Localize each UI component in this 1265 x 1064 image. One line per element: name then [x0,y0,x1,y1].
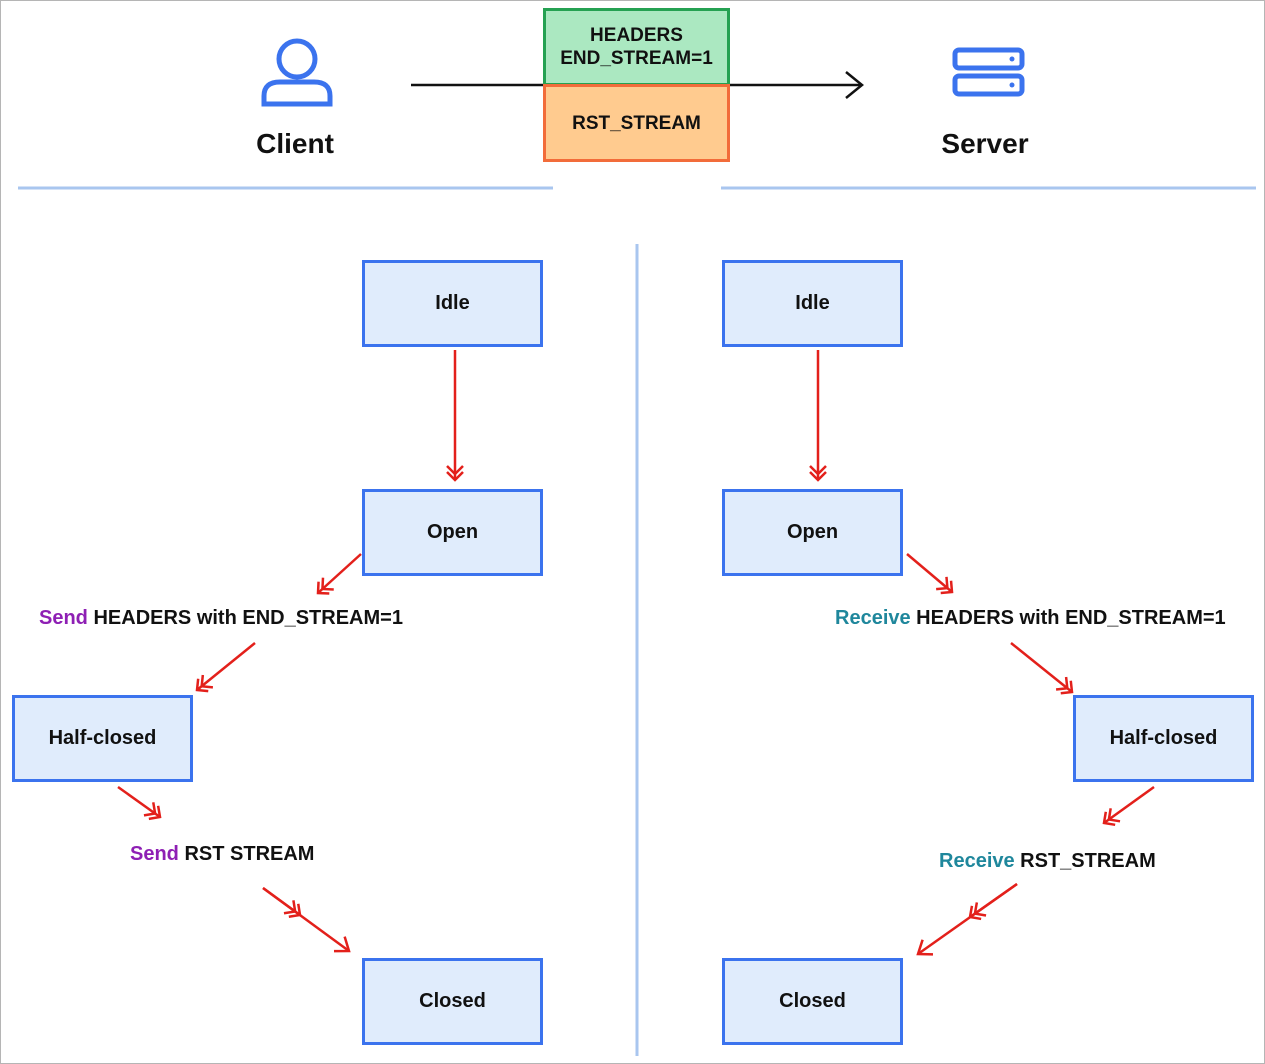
headers-frame-line1: HEADERS [590,25,683,46]
send-verb: Send [130,843,179,865]
server-edge-label-closed-mid [968,882,1018,921]
headers-frame: HEADERS END_STREAM=1 [543,8,730,86]
server-edge-label-halfclosed [1010,642,1074,695]
edge-text: HEADERS with END_STREAM=1 [910,607,1226,629]
message-arrow-head [845,71,864,99]
receive-verb: Receive [835,607,911,629]
rst-stream-frame-label: RST_STREAM [572,112,701,134]
server-edge-halfclosed-label [1102,785,1155,827]
receive-verb: Receive [939,850,1015,872]
client-label: Client [256,128,334,159]
client-state-idle: Idle [362,260,543,347]
edge-text: RST STREAM [178,843,315,865]
rst-stream-frame: RST_STREAM [543,84,730,162]
client-edge-label-closed-mid [262,886,302,918]
client-state-closed: Closed [362,958,543,1045]
send-verb: Send [39,607,88,629]
client-state-half-closed: Half-closed [12,695,193,782]
edge-text: RST_STREAM [1014,850,1156,872]
server-edge-label-receive-rst: Receive RST_STREAM [937,850,1158,873]
client-edge-open-label [316,553,362,595]
client-edge-label-halfclosed [195,642,256,693]
headers-frame-line2: END_STREAM=1 [560,48,713,69]
client-state-open: Open [362,489,543,576]
server-edge-open-label [906,553,954,595]
server-state-open: Open [722,489,903,576]
server-label: Server [941,128,1029,159]
server-edge-label-receive-headers: Receive HEADERS with END_STREAM=1 [833,607,1228,630]
server-icon [952,47,1025,97]
server-state-closed: Closed [722,958,903,1045]
server-state-idle: Idle [722,260,903,347]
client-edge-label-send-headers: Send HEADERS with END_STREAM=1 [37,607,405,630]
client-edge-label-send-rst: Send RST STREAM [128,843,317,866]
person-icon [261,38,333,107]
client-edge-halfclosed-label [117,785,162,821]
edge-text: HEADERS with END_STREAM=1 [87,607,403,629]
server-state-half-closed: Half-closed [1073,695,1254,782]
